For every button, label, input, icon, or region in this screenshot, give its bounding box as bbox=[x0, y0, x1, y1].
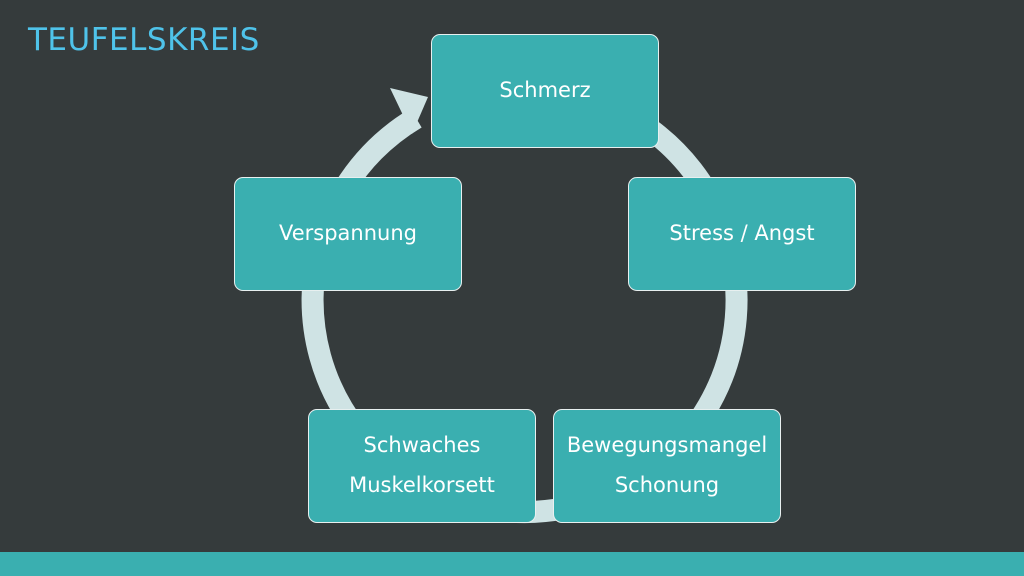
circular-arrow-icon bbox=[390, 88, 428, 134]
cycle-node-verspannung: Verspannung bbox=[234, 177, 462, 291]
node-label: Verspannung bbox=[279, 221, 417, 246]
cycle-node-stress-angst: Stress / Angst bbox=[628, 177, 856, 291]
slide-title: TEUFELSKREIS bbox=[28, 22, 260, 58]
node-label-line-2: Schonung bbox=[614, 473, 720, 497]
footer-accent-bar bbox=[0, 552, 1024, 576]
cycle-node-schwaches-muskelkorsett: Schwaches Muskelkorsett bbox=[308, 409, 536, 523]
node-label-line-1: Bewegungsmangel bbox=[566, 433, 768, 458]
cycle-node-schmerz: Schmerz bbox=[431, 34, 659, 148]
cycle-node-bewegungsmangel: Bewegungsmangel Schonung bbox=[553, 409, 781, 523]
node-label-line-1: Schwaches bbox=[363, 433, 481, 458]
node-label: Schmerz bbox=[499, 78, 591, 103]
node-label: Stress / Angst bbox=[669, 221, 815, 246]
node-label-line-2: Muskelkorsett bbox=[349, 473, 495, 497]
